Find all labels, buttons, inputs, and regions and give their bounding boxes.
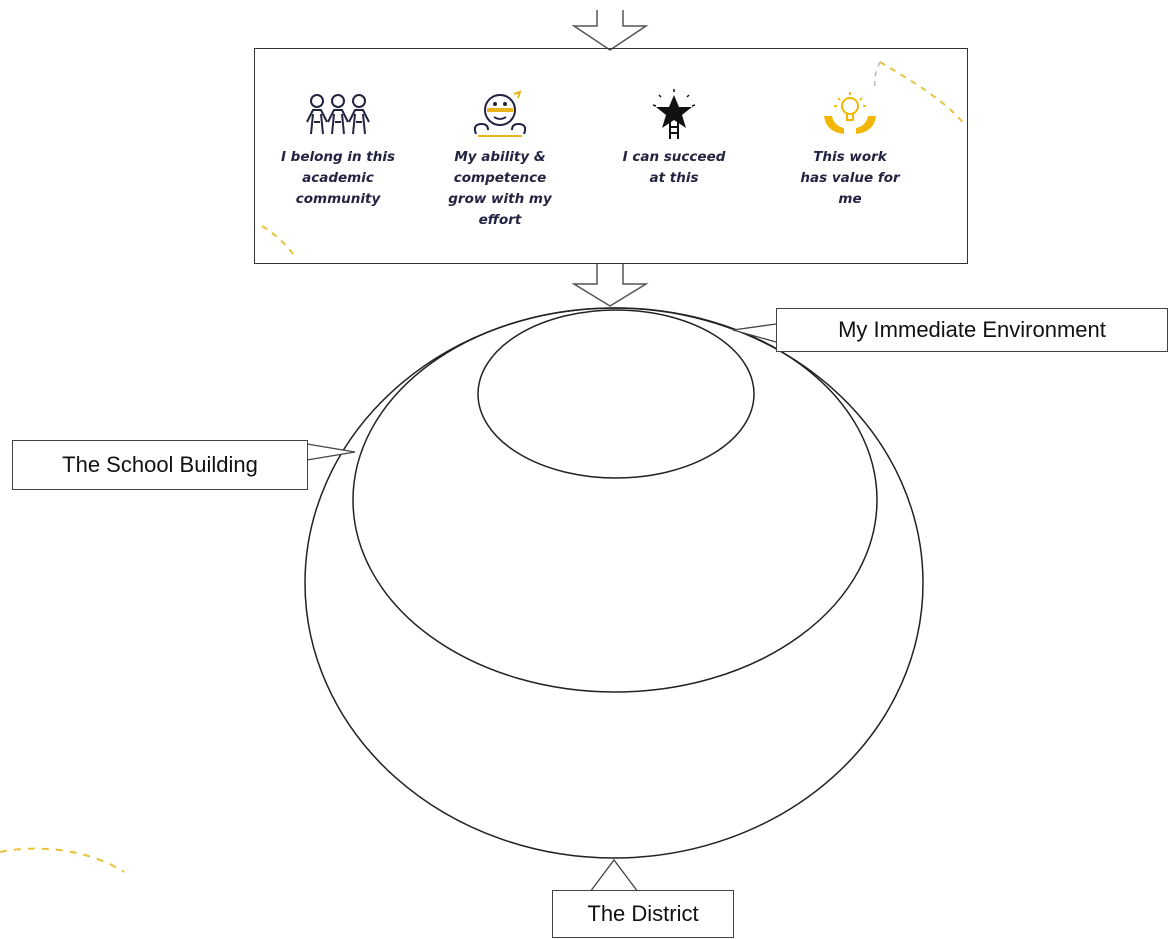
mindset-success: I can succeed at this xyxy=(589,85,759,189)
immediate-environment-ellipse xyxy=(477,309,755,479)
school-building-ellipse xyxy=(352,307,878,693)
mindset-belonging: I belong in this academic community xyxy=(253,85,423,210)
mindset-text: This work has value for me xyxy=(800,149,900,207)
people-group-icon xyxy=(253,85,423,145)
label-district: The District xyxy=(552,890,734,938)
label-immediate-environment: My Immediate Environment xyxy=(776,308,1168,352)
label-school-building: The School Building xyxy=(12,440,308,490)
decorative-dashed-arc xyxy=(261,225,297,259)
callout-pointer-immediate xyxy=(732,323,777,343)
mindsets-box: I belong in this academic community My a… xyxy=(254,48,968,264)
decorative-dashed-arc xyxy=(874,61,881,87)
decorative-dashed-arc xyxy=(0,847,125,873)
mindset-text: I belong in this academic community xyxy=(280,149,396,207)
mindset-text: I can succeed at this xyxy=(622,149,726,186)
callout-pointer-district xyxy=(589,858,639,893)
growth-mind-icon xyxy=(415,85,585,145)
mindset-growth: My ability & competence grow with my eff… xyxy=(415,85,585,231)
lightbulb-hands-icon xyxy=(765,85,935,145)
star-ladder-icon xyxy=(589,85,759,145)
arrow-top xyxy=(571,10,649,51)
mindset-text: My ability & competence grow with my eff… xyxy=(448,149,552,228)
mindset-value: This work has value for me xyxy=(765,85,935,210)
arrow-middle xyxy=(571,264,649,307)
callout-pointer-school xyxy=(306,443,356,461)
